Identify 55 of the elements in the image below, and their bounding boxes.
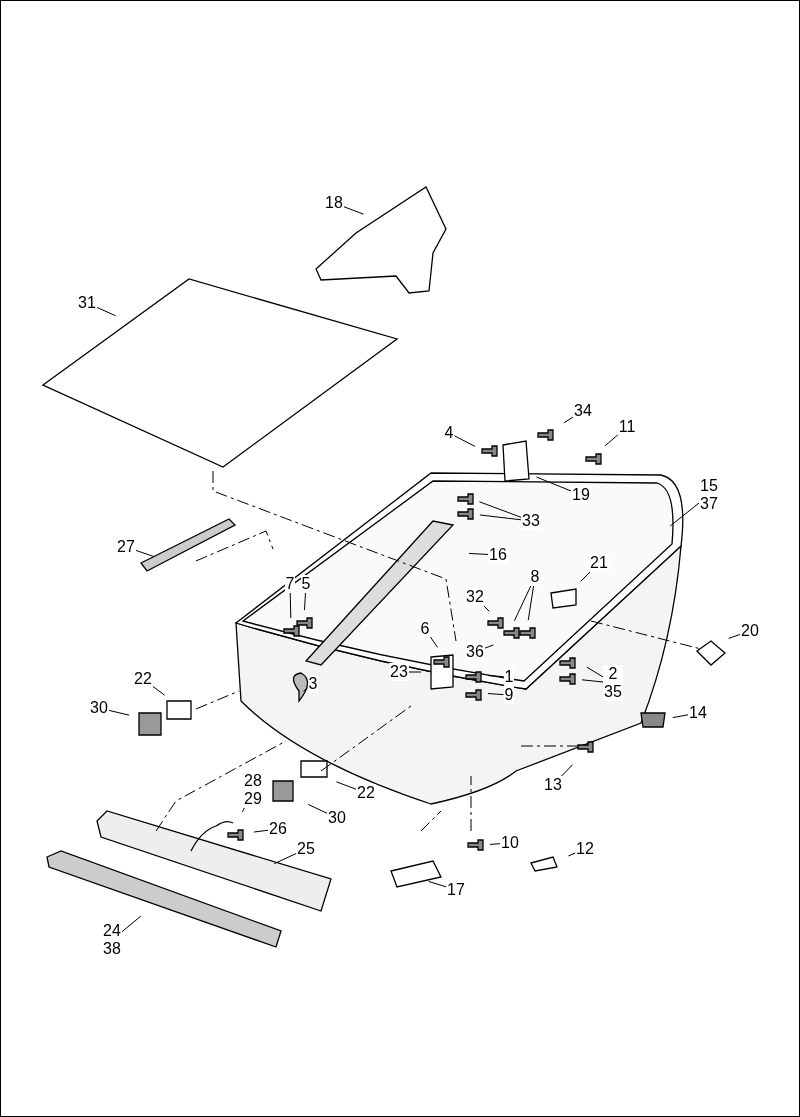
callout-number: 16 (488, 546, 508, 564)
leader-line (535, 476, 572, 492)
leader-line (108, 709, 130, 716)
callout-number: 5 (300, 575, 312, 593)
leader-line (513, 585, 532, 622)
callout-number: 1 (503, 668, 515, 686)
leader-line (581, 679, 604, 683)
leader-line (135, 549, 154, 557)
leader-line (567, 852, 576, 857)
callout-number: 33 (521, 512, 541, 530)
leader-line (302, 687, 309, 692)
leader-line (303, 592, 306, 611)
callout-number: 21 (589, 554, 609, 572)
callout-number: 6 (419, 620, 431, 638)
callout-number: 2 35 (603, 665, 623, 701)
callout-number: 3 (307, 675, 319, 693)
callout-number: 19 (571, 486, 591, 504)
leader-line (253, 829, 269, 833)
leader-line (604, 434, 619, 447)
callout-number: 36 (465, 643, 485, 661)
callout-number: 34 (573, 402, 593, 420)
leader-line (484, 644, 495, 649)
leader-line (672, 714, 689, 719)
callout-number: 23 (389, 663, 409, 681)
leader-line (586, 666, 604, 678)
leader-line (479, 514, 522, 521)
leader-line (336, 781, 357, 790)
leader-line (429, 636, 438, 648)
leader-line (121, 915, 142, 933)
leader-line (487, 693, 505, 696)
leader-line (289, 592, 292, 619)
leader-line (428, 880, 447, 888)
leader-line (728, 633, 741, 639)
leader-line (408, 671, 422, 673)
callout-number: 22 (133, 670, 153, 688)
callout-number: 8 (529, 568, 541, 586)
leader-line (561, 764, 573, 777)
leader-line (96, 306, 117, 317)
leader-line (152, 685, 166, 696)
leader-line (669, 502, 700, 527)
callout-number: 7 (284, 575, 296, 593)
leader-line (307, 803, 328, 814)
leader-line (479, 501, 522, 518)
leader-line (468, 552, 489, 555)
callout-number: 32 (465, 588, 485, 606)
callout-number: 9 (503, 686, 515, 704)
leader-line (343, 206, 364, 215)
leader-line (489, 843, 501, 845)
leader-line (242, 807, 245, 813)
leader-line (273, 853, 297, 865)
leader-line (483, 605, 490, 612)
leader-line (453, 435, 476, 447)
leader-line (487, 675, 505, 678)
leader-line (527, 585, 535, 621)
leader-line (563, 416, 574, 424)
